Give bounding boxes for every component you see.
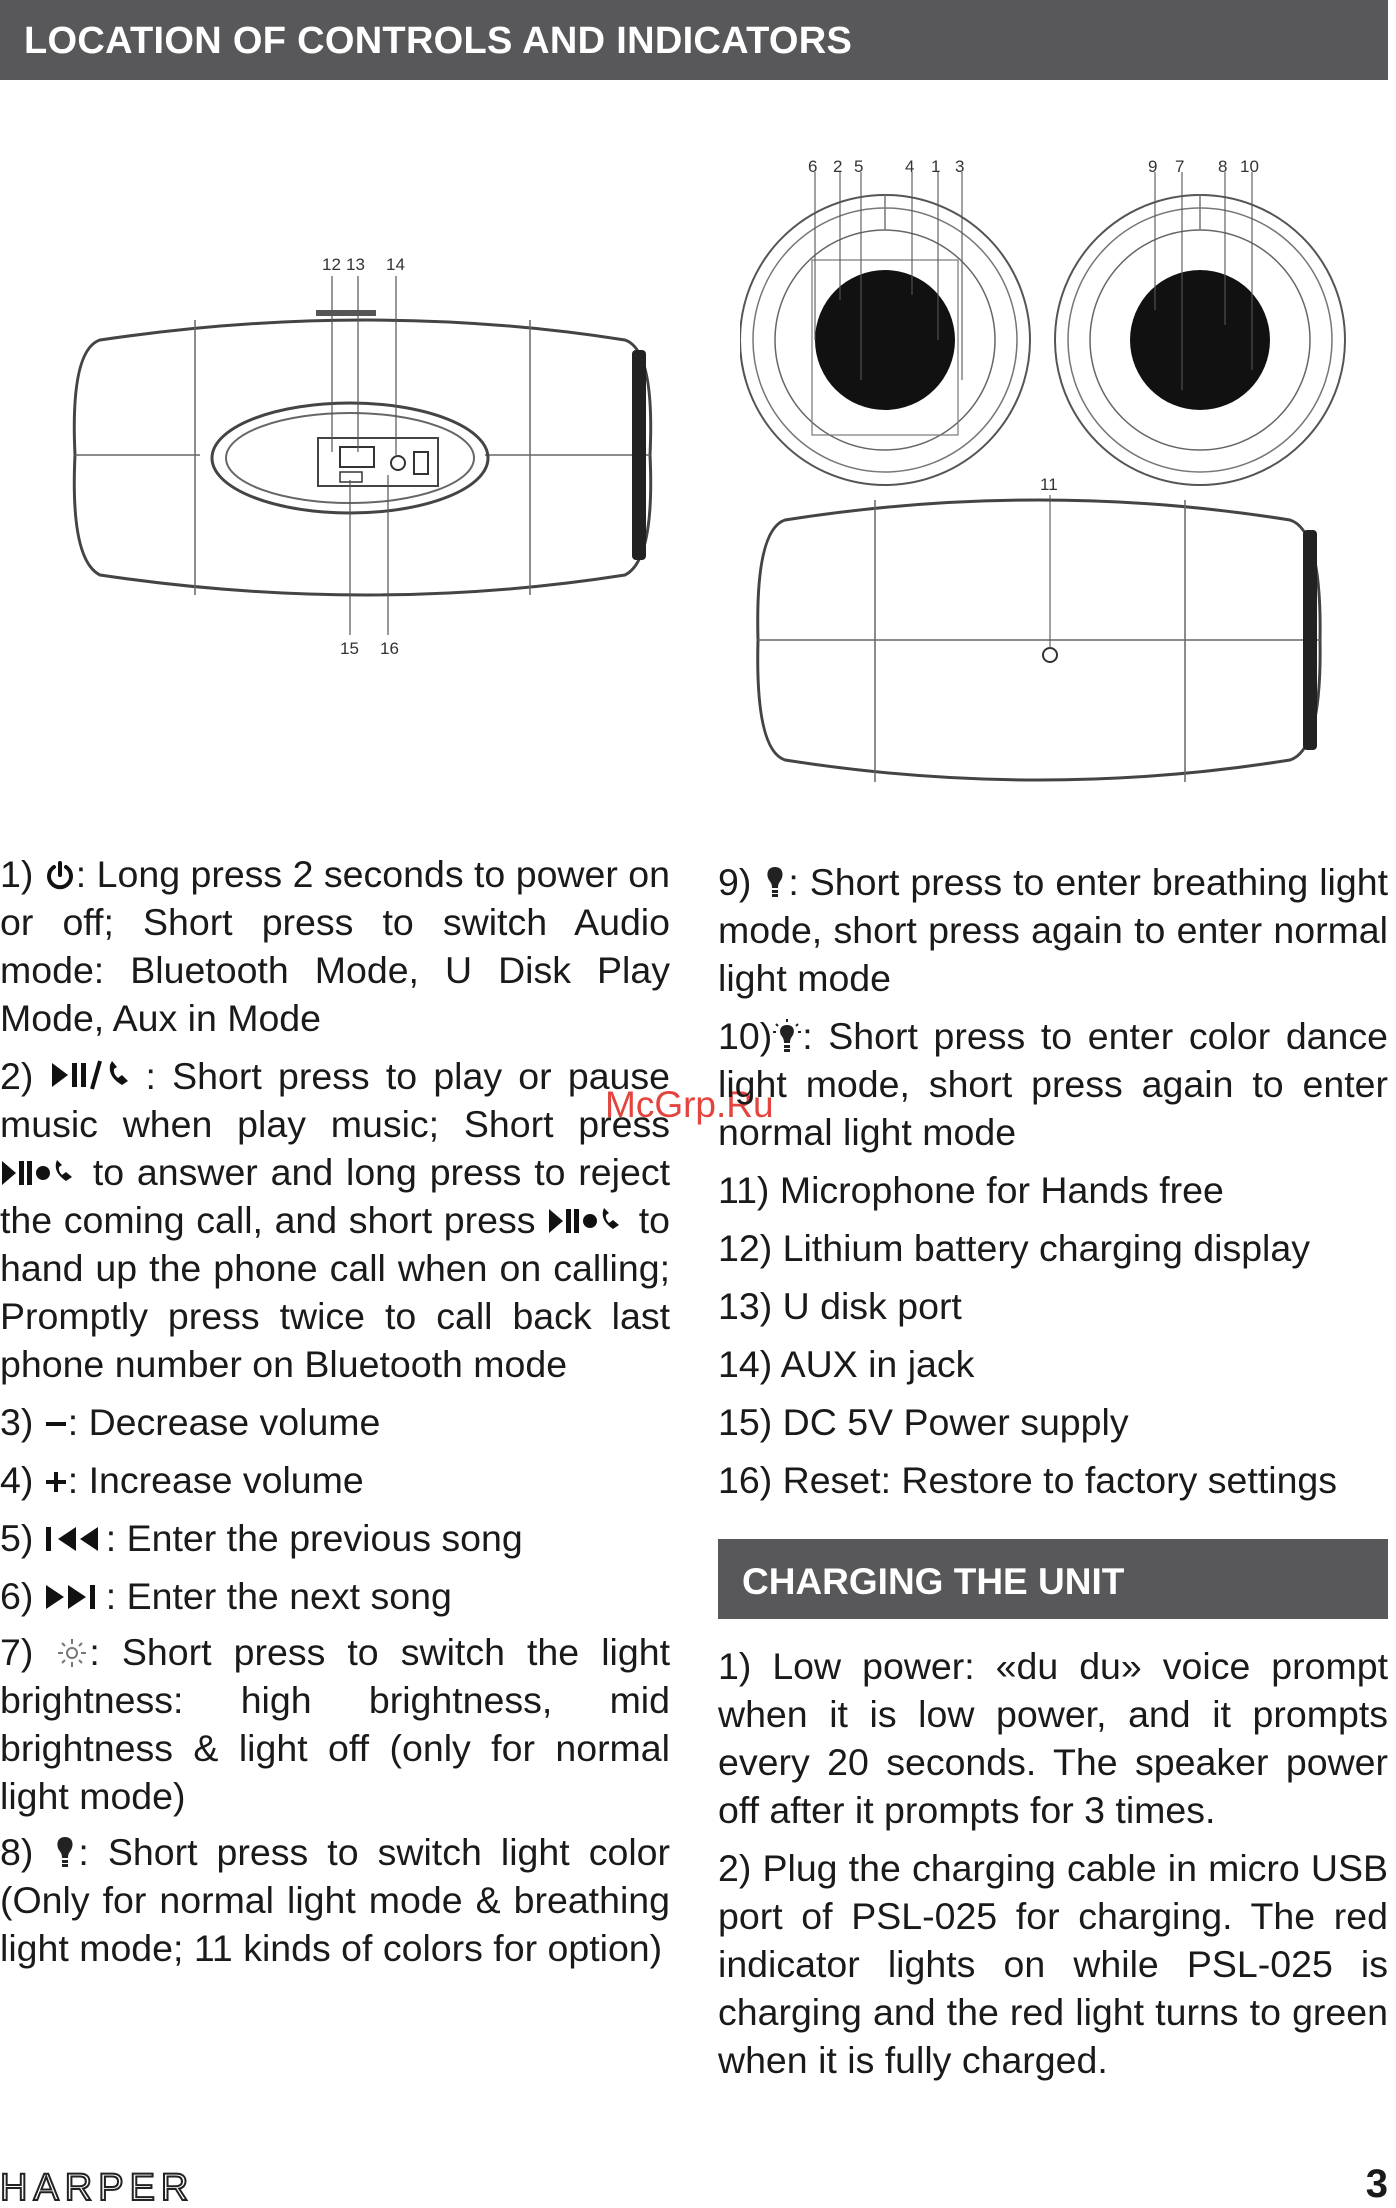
power-icon <box>46 861 73 890</box>
list-item: 5) : Enter the previous song <box>0 1517 523 1559</box>
bulb-rays-icon <box>773 1019 802 1052</box>
charging-list: 1) Low power: «du du» voice prompt when … <box>718 1642 1388 2094</box>
plus-icon <box>45 1472 66 1492</box>
play-pause-dot-phone-icon <box>2 1160 72 1185</box>
speaker-side-view-figure: 12 13 14 15 16 <box>72 255 653 658</box>
page-header: LOCATION OF CONTROLS AND INDICATORS <box>0 0 1388 80</box>
minus-icon <box>45 1422 66 1426</box>
list-item: 14) AUX in jack <box>718 1343 975 1385</box>
list-item: 1) : Long press 2 seconds to power on or… <box>0 853 670 1039</box>
list-item: 8) : Short press to switch light color (… <box>0 1831 671 1969</box>
callout-13: 13 <box>346 255 365 274</box>
previous-track-icon <box>45 1527 98 1551</box>
bulb-icon <box>767 867 783 897</box>
harper-logo: HARPER <box>0 2168 194 2204</box>
list-item: 7) : Short press to switch the light bri… <box>0 1631 670 1817</box>
callout-5: 5 <box>854 157 863 176</box>
callout-3: 3 <box>955 157 964 176</box>
next-track-icon <box>45 1585 95 1609</box>
list-item: 6) : Enter the next song <box>0 1575 452 1617</box>
callout-10: 10 <box>1240 157 1259 176</box>
list-item: 4) : Increase volume <box>0 1459 364 1501</box>
callout-15: 15 <box>340 639 359 658</box>
list-item: 9) : Short press to enter breathing ligh… <box>718 861 1388 999</box>
list-item: 16) Reset: Restore to factory settings <box>718 1459 1338 1501</box>
play-pause-phone-icon <box>51 1060 128 1090</box>
list-item: 15) DC 5V Power supply <box>718 1401 1129 1443</box>
list-item: 1) Low power: «du du» voice prompt when … <box>718 1645 1388 1831</box>
page-number: 3 <box>1365 2162 1388 2206</box>
bulb-icon <box>57 1837 73 1867</box>
callout-12: 12 <box>322 255 341 274</box>
brightness-icon <box>58 1639 87 1667</box>
callout-11: 11 <box>1040 475 1058 494</box>
list-item: 13) U disk port <box>718 1285 962 1327</box>
callout-4: 4 <box>905 157 914 176</box>
brand-name: HARPER <box>0 2168 194 2204</box>
play-pause-dot-phone-icon <box>549 1208 620 1233</box>
list-item: 12) Lithium battery charging display <box>718 1227 1310 1269</box>
section-header-charging: CHARGING THE UNIT <box>718 1539 1388 1619</box>
page-title: LOCATION OF CONTROLS AND INDICATORS <box>24 20 853 62</box>
callout-1: 1 <box>931 157 940 176</box>
callout-16: 16 <box>380 639 399 658</box>
callout-14: 14 <box>386 255 405 274</box>
speaker-front-and-bottom-figure: 6 2 5 4 1 3 9 7 8 10 11 <box>740 157 1346 782</box>
section-title: CHARGING THE UNIT <box>742 1561 1125 1602</box>
controls-list-left: 1) : Long press 2 seconds to power on or… <box>0 850 670 1982</box>
list-item: 2) : Short press to play or pause music … <box>0 1055 671 1385</box>
list-item: 11) Microphone for Hands free <box>718 1169 1224 1211</box>
callout-6: 6 <box>808 157 817 176</box>
watermark: McGrp.Ru <box>605 1084 774 1125</box>
callout-2: 2 <box>833 157 842 176</box>
controls-list-right: 9) : Short press to enter breathing ligh… <box>718 858 1388 1514</box>
list-item: 2) Plug the charging cable in micro USB … <box>718 1847 1388 2081</box>
list-item: 10): Short press to enter color dance li… <box>718 1015 1388 1153</box>
callout-7: 7 <box>1175 157 1184 176</box>
callout-9: 9 <box>1148 157 1157 176</box>
callout-8: 8 <box>1218 157 1227 176</box>
list-item: 3) : Decrease volume <box>0 1401 381 1443</box>
